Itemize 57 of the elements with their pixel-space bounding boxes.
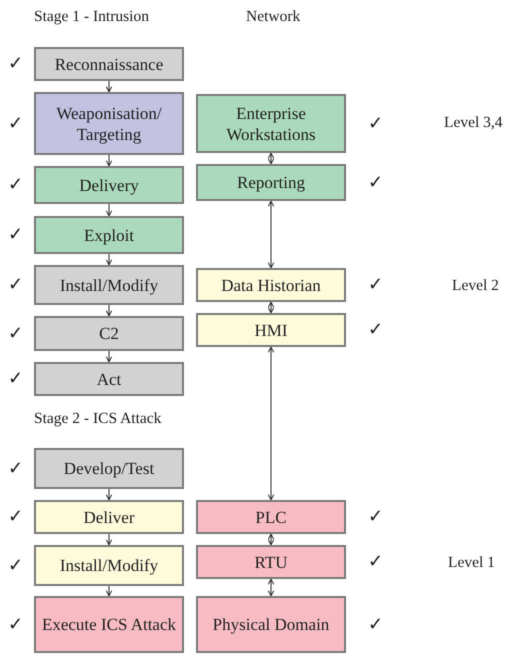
box-label: Weaponisation/ Targeting bbox=[55, 102, 163, 144]
arrow bbox=[106, 534, 112, 546]
box-label: Execute ICS Attack bbox=[42, 614, 176, 635]
box-label: Develop/Test bbox=[64, 458, 154, 479]
arrow bbox=[268, 200, 274, 268]
level-label: Level 2 bbox=[452, 277, 499, 295]
arrow bbox=[268, 152, 274, 164]
arrow bbox=[268, 534, 274, 546]
box-label: HMI bbox=[254, 320, 288, 340]
check-mark: ✓ bbox=[8, 324, 24, 344]
column-heading: Stage 1 - Intrusion bbox=[34, 8, 149, 26]
box-label: Deliver bbox=[84, 506, 134, 528]
box-label: Enterprise Workstations bbox=[225, 102, 317, 144]
arrow bbox=[106, 80, 112, 92]
box-label: Data Historian bbox=[221, 274, 321, 296]
check-mark: ✓ bbox=[368, 172, 384, 192]
arrow bbox=[106, 488, 112, 500]
arrow bbox=[106, 154, 112, 166]
box-label: PLC bbox=[255, 506, 287, 528]
arrow bbox=[268, 578, 274, 596]
box-label: Act bbox=[96, 368, 122, 390]
check-mark: ✓ bbox=[8, 114, 24, 134]
box-label: Physical Domain bbox=[212, 614, 330, 635]
check-mark: ✓ bbox=[368, 275, 384, 295]
check-mark: ✓ bbox=[368, 507, 384, 527]
level-label: Level 3,4 bbox=[444, 114, 503, 132]
column-heading: Stage 2 - ICS Attack bbox=[34, 410, 162, 428]
check-mark: ✓ bbox=[368, 552, 384, 572]
arrow bbox=[268, 302, 274, 314]
box-label: Install/Modify bbox=[60, 274, 158, 296]
check-mark: ✓ bbox=[8, 556, 24, 576]
box-label: Reporting bbox=[237, 172, 305, 193]
check-mark: ✓ bbox=[8, 369, 24, 389]
arrow bbox=[106, 350, 112, 362]
box-label: Exploit bbox=[84, 224, 134, 246]
box-label: Install/Modify bbox=[60, 555, 158, 576]
arrow bbox=[106, 586, 112, 596]
box-label: Delivery bbox=[79, 174, 139, 196]
check-mark: ✓ bbox=[8, 275, 24, 295]
arrow bbox=[106, 304, 112, 316]
check-mark: ✓ bbox=[8, 458, 24, 478]
arrow bbox=[268, 346, 274, 500]
check-mark: ✓ bbox=[368, 614, 384, 634]
check-mark: ✓ bbox=[8, 225, 24, 245]
check-mark: ✓ bbox=[368, 114, 384, 134]
box-label: RTU bbox=[254, 552, 288, 572]
check-mark: ✓ bbox=[8, 54, 24, 74]
level-label: Level 1 bbox=[448, 554, 495, 572]
arrow bbox=[106, 204, 112, 216]
box-label: C2 bbox=[99, 323, 119, 344]
check-mark: ✓ bbox=[8, 507, 24, 527]
box-label: Reconnaissance bbox=[54, 54, 164, 74]
check-mark: ✓ bbox=[8, 614, 24, 634]
arrow bbox=[106, 254, 112, 266]
column-heading: Network bbox=[246, 8, 300, 26]
check-mark: ✓ bbox=[368, 320, 384, 340]
check-mark: ✓ bbox=[8, 175, 24, 195]
